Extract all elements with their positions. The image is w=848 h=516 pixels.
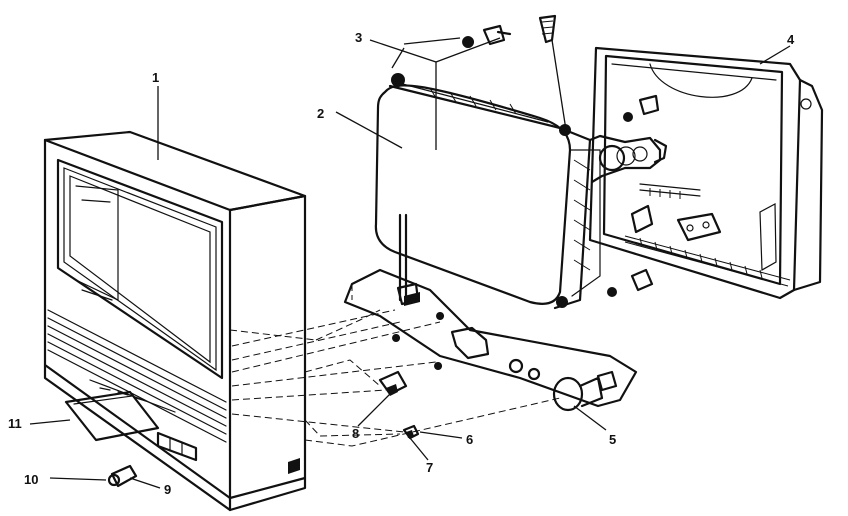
back-cover [588,46,824,300]
callout-9: 9 [164,482,171,497]
small-hardware [378,370,420,440]
callout-3: 3 [355,30,362,45]
callout-4: 4 [787,32,795,47]
callout-6: 6 [466,432,473,447]
volume-knob [552,376,604,412]
mounting-hardware [462,14,660,297]
callout-10: 10 [24,472,38,487]
control-door [64,390,160,442]
callout-labels: 1 2 3 4 5 6 7 8 9 10 11 [8,30,795,497]
callout-2: 2 [317,106,324,121]
callout-7: 7 [426,460,433,475]
knob-and-screw [107,464,138,488]
callout-8: 8 [352,426,359,441]
front-cabinet [43,130,307,512]
control-board [343,268,638,408]
callout-11: 11 [8,416,22,431]
callout-1: 1 [152,70,159,85]
leader-lines [29,37,791,489]
callout-5: 5 [609,432,616,447]
assembly-lines [229,284,561,447]
picture-tube [374,73,668,310]
